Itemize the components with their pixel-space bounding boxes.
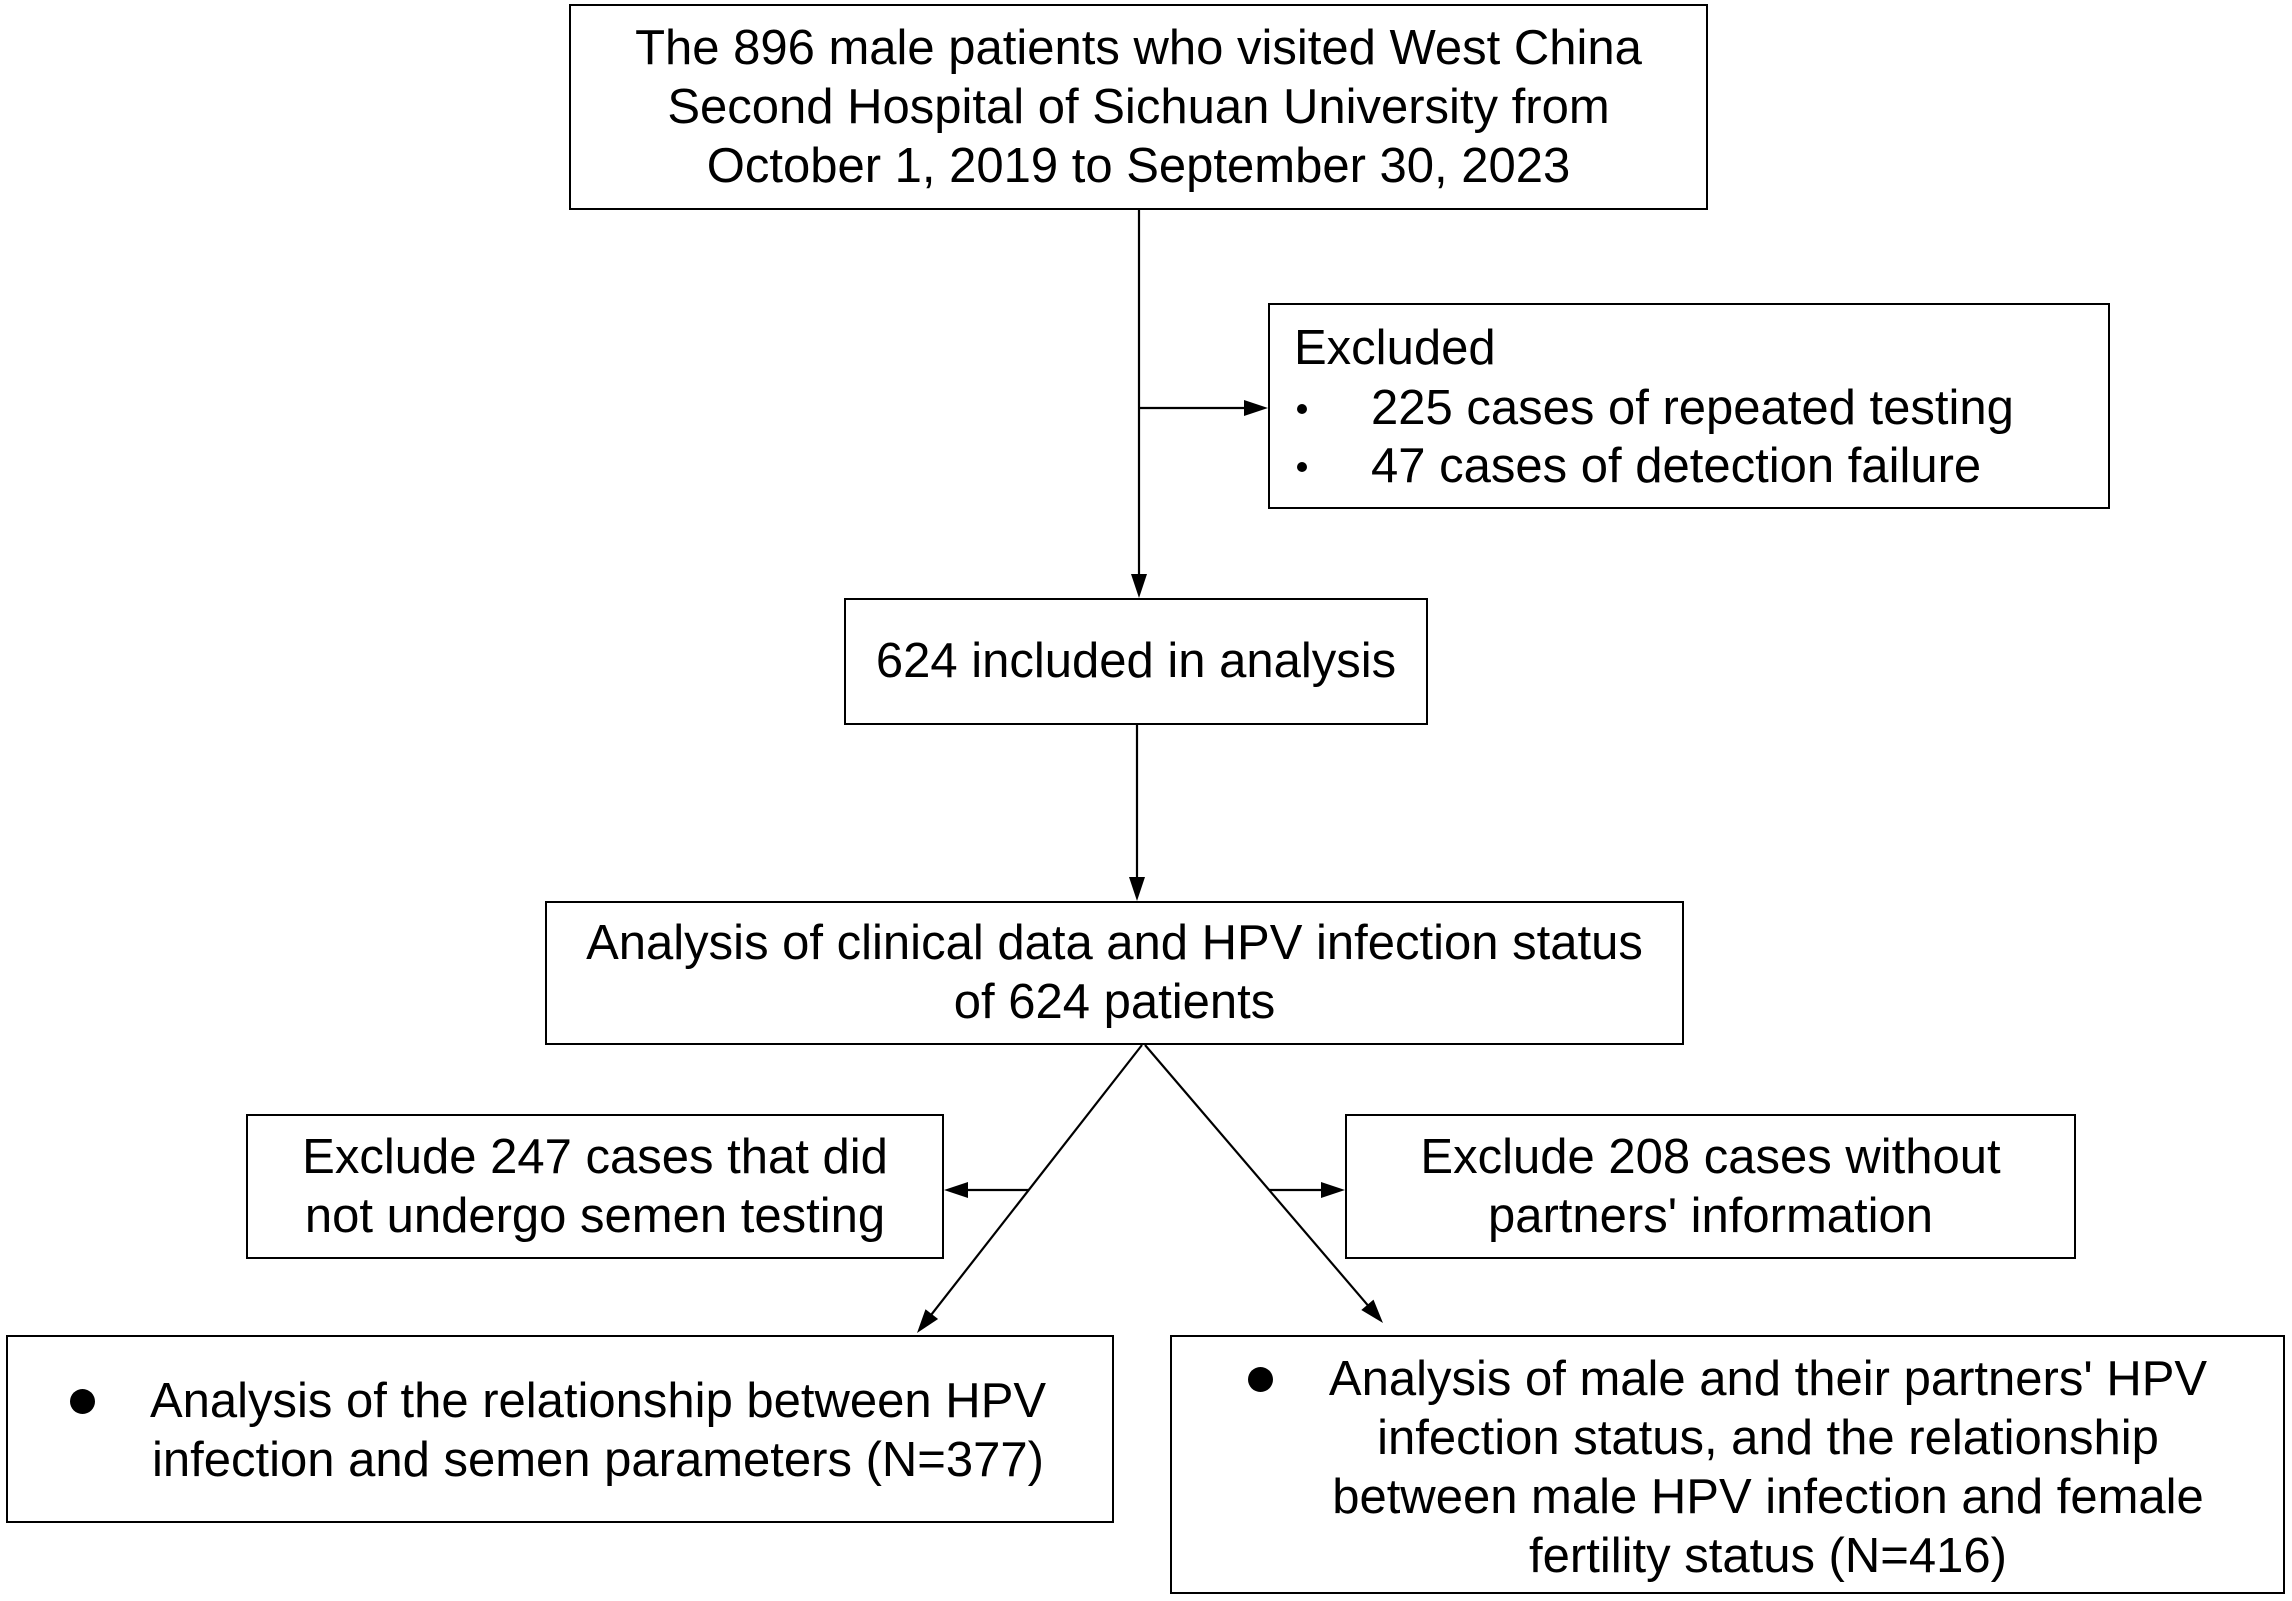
- partner-analysis-box: Analysis of male and their partners' HPV…: [1170, 1335, 2285, 1594]
- arrow-analysis-to-semen-analysis: [917, 1044, 1143, 1333]
- partner-analysis-line: between male HPV infection and female: [1332, 1469, 2204, 1524]
- partner-analysis-line: infection status, and the relationship: [1377, 1410, 2159, 1465]
- included-text: 624 included in analysis: [875, 634, 1397, 688]
- partner-analysis-line: fertility status (N=416): [1529, 1528, 2007, 1583]
- arrow-to-exclude-no-semen: [944, 1182, 1029, 1198]
- semen-analysis-box: Analysis of the relationship between HPV…: [6, 1335, 1114, 1523]
- bullet-icon: [1247, 1366, 1273, 1392]
- source-population-box: The 896 male patients who visited West C…: [569, 4, 1708, 210]
- excluded-heading: Excluded: [1294, 321, 1496, 375]
- excluded-item-text: 225 cases of repeated testing: [1371, 381, 2014, 435]
- arrow-included-to-analysis: [1129, 725, 1145, 901]
- arrow-shaft: [1144, 1044, 1370, 1308]
- arrowhead: [944, 1182, 968, 1198]
- semen-analysis-line: Analysis of the relationship between HPV: [149, 1374, 1047, 1428]
- exclude-no-partner-line: Exclude 208 cases without: [1420, 1129, 2001, 1184]
- bullet-icon: [69, 1388, 95, 1414]
- exclude-no-partner-line: partners' information: [1487, 1188, 1934, 1243]
- exclude-no-partner-box: Exclude 208 cases without partners' info…: [1345, 1114, 2076, 1259]
- arrow-to-exclude-no-partner: [1269, 1182, 1345, 1198]
- included-box: 624 included in analysis: [844, 598, 1428, 725]
- semen-analysis-line: infection and semen parameters (N=377): [151, 1433, 1044, 1487]
- exclude-no-semen-line: Exclude 247 cases that did: [302, 1129, 888, 1184]
- arrow-source-to-included: [1131, 210, 1147, 598]
- clinical-analysis-line: Analysis of clinical data and HPV infect…: [586, 916, 1643, 970]
- excluded-box: Excluded 225 cases of repeated testing 4…: [1268, 303, 2110, 509]
- excluded-item-text: 47 cases of detection failure: [1371, 439, 1982, 493]
- semen-analysis-text: Analysis of the relationship between HPV…: [128, 1372, 1068, 1490]
- clinical-analysis-line: of 624 patients: [953, 975, 1276, 1029]
- source-line: October 1, 2019 to September 30, 2023: [706, 138, 1571, 193]
- arrowhead: [1129, 877, 1145, 901]
- source-line: Second Hospital of Sichuan University fr…: [667, 79, 1610, 134]
- excluded-item: 47 cases of detection failure: [1270, 437, 2108, 496]
- arrowhead: [1131, 574, 1147, 598]
- arrowhead: [1244, 400, 1268, 416]
- bullet-icon: [1297, 461, 1307, 472]
- arrowhead: [1321, 1182, 1345, 1198]
- bullet-icon: [1297, 403, 1307, 414]
- exclude-no-semen-box: Exclude 247 cases that did not undergo s…: [246, 1114, 944, 1259]
- partner-analysis-line: Analysis of male and their partners' HPV: [1328, 1351, 2208, 1406]
- arrowhead: [1361, 1299, 1383, 1323]
- partner-analysis-text: Analysis of male and their partners' HPV…: [1302, 1350, 2234, 1586]
- arrow-to-excluded: [1139, 400, 1268, 416]
- arrow-shaft: [929, 1044, 1143, 1317]
- excluded-item: 225 cases of repeated testing: [1270, 379, 2108, 438]
- source-line: The 896 male patients who visited West C…: [635, 20, 1642, 75]
- clinical-analysis-box: Analysis of clinical data and HPV infect…: [545, 901, 1684, 1045]
- exclude-no-semen-line: not undergo semen testing: [304, 1188, 886, 1243]
- arrowhead: [917, 1309, 939, 1333]
